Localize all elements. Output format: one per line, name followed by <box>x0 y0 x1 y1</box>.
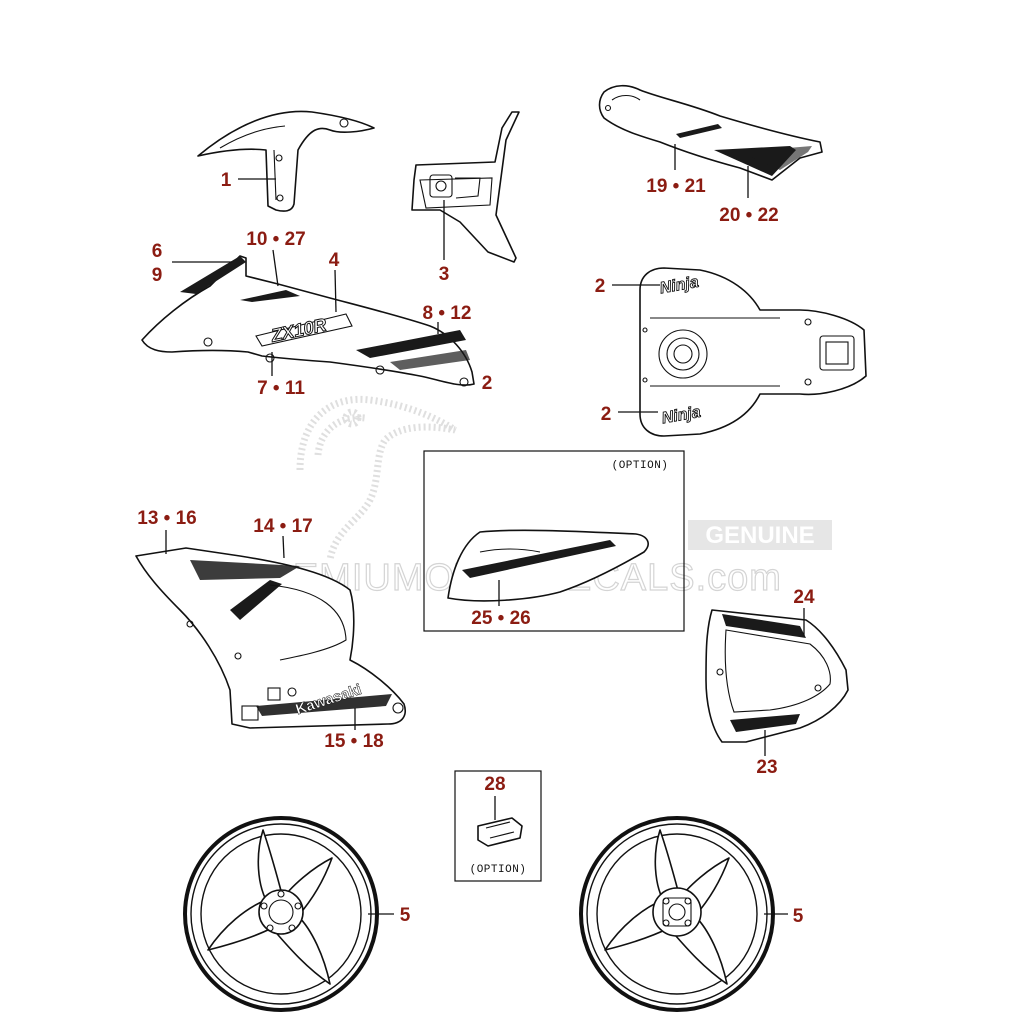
bracket-part <box>477 817 523 847</box>
callout-19-21: 19 • 21 <box>646 176 706 197</box>
callout-14-17: 14 • 17 <box>253 516 312 537</box>
seat-cowl <box>705 609 849 743</box>
front-fender <box>197 110 375 212</box>
callout-13-16: 13 • 16 <box>137 508 196 529</box>
option-box-frame <box>423 450 685 632</box>
option-label: (OPTION) <box>612 460 669 472</box>
callout-9: 9 <box>152 265 163 286</box>
callout-28: 28 <box>484 774 505 795</box>
callout-20-22: 20 • 22 <box>719 205 778 226</box>
callout-8-12: 8 • 12 <box>423 303 472 324</box>
tank-ninja-decal-bottom: Ninja <box>660 404 702 428</box>
callout-7-11: 7 • 11 <box>257 378 305 399</box>
callout-1: 1 <box>221 170 232 191</box>
callout-25-26: 25 • 26 <box>471 608 530 629</box>
fuel-tank: Ninja Ninja <box>639 267 867 437</box>
watermark-bird-logo <box>296 395 457 561</box>
callout-2-tank-top: 2 <box>595 276 606 297</box>
tail-cowl <box>598 84 823 181</box>
callout-2-tank-bottom: 2 <box>601 404 612 425</box>
option-box-seat-cover: (OPTION) <box>423 450 685 632</box>
callout-6: 6 <box>152 241 163 262</box>
callout-24: 24 <box>793 587 815 608</box>
callout-4: 4 <box>329 250 340 271</box>
upper-cowl <box>411 111 520 263</box>
callout-15-18: 15 • 18 <box>324 731 383 752</box>
side-fairing-upper: ZX10R <box>141 255 475 387</box>
callout-5-front: 5 <box>400 905 411 926</box>
rear-wheel <box>579 816 775 1012</box>
watermark-badge-text: GENUINE <box>705 522 814 549</box>
seat-cowl-option <box>447 529 649 602</box>
watermark-badge <box>688 520 832 550</box>
callout-23: 23 <box>756 757 777 778</box>
callout-3: 3 <box>439 264 450 285</box>
side-fairing-lower: Kawasaki <box>135 547 406 729</box>
option-box-bracket: (OPTION) <box>454 770 542 882</box>
callout-10-27: 10 • 27 <box>246 229 305 250</box>
callout-2-fairing: 2 <box>482 373 493 394</box>
callout-5-rear: 5 <box>793 906 804 927</box>
front-wheel <box>183 816 379 1012</box>
option-label: (OPTION) <box>470 864 527 876</box>
callout-labels: 1 3 19 • 21 20 • 22 6 9 10 • 27 4 8 • 12… <box>137 170 815 927</box>
option-box-frame <box>454 770 542 882</box>
leader-lines <box>165 144 805 915</box>
